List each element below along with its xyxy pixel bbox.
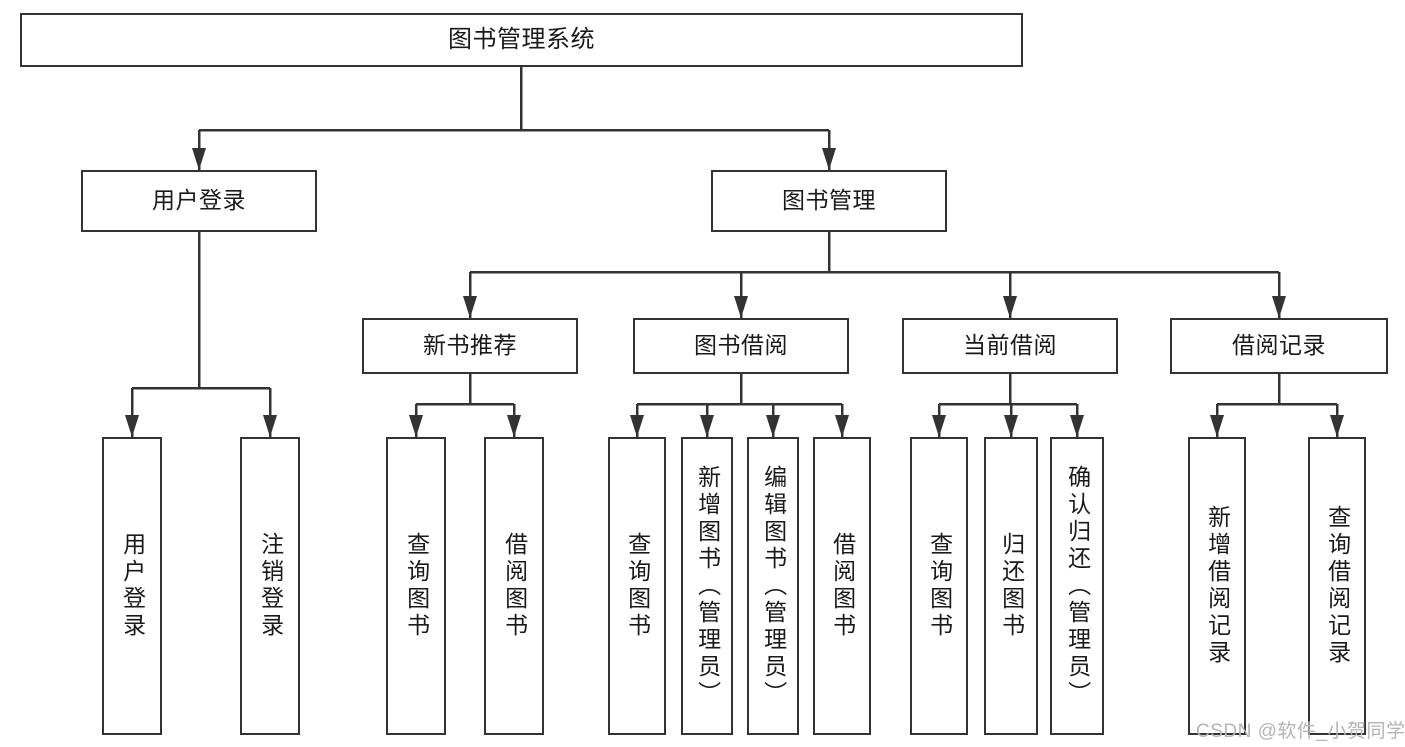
- node-label: 借阅图书: [829, 532, 856, 640]
- node-leaf-9[interactable]: 查询图书: [910, 437, 968, 735]
- node-book-borrow[interactable]: 图书借阅: [633, 318, 849, 374]
- connector-arrowhead: [192, 148, 206, 170]
- node-leaf-11[interactable]: 确认归还（管理员）: [1050, 437, 1104, 735]
- connector-arrowhead: [766, 415, 780, 437]
- node-label: 新增借阅记录: [1204, 505, 1231, 667]
- node-label: 归还图书: [998, 532, 1025, 640]
- node-leaf-8[interactable]: 借阅图书: [813, 437, 871, 735]
- connector-arrowhead: [125, 415, 139, 437]
- connector-arrowhead: [835, 415, 849, 437]
- node-label: 查询图书: [403, 532, 430, 640]
- node-leaf-3[interactable]: 查询图书: [386, 437, 446, 735]
- node-leaf-1[interactable]: 用户登录: [102, 437, 162, 735]
- connector-arrowhead: [1272, 296, 1286, 318]
- node-root[interactable]: 图书管理系统: [20, 13, 1023, 67]
- node-leaf-12[interactable]: 新增借阅记录: [1188, 437, 1246, 735]
- node-leaf-6[interactable]: 新增图书（管理员）: [681, 437, 733, 735]
- node-label: 查询借阅记录: [1324, 505, 1351, 667]
- node-leaf-7[interactable]: 编辑图书（管理员）: [747, 437, 799, 735]
- node-label: 借阅记录: [1232, 332, 1326, 359]
- node-label: 图书借阅: [694, 332, 788, 359]
- csdn-watermark: CSDN @软件_小贺同学: [1196, 721, 1405, 742]
- connector-arrowhead: [409, 415, 423, 437]
- node-label: 用户登录: [152, 187, 246, 214]
- connector-arrowhead: [463, 296, 477, 318]
- connector-arrowhead: [1330, 415, 1344, 437]
- connector-arrowhead: [1004, 415, 1018, 437]
- node-label: 用户登录: [119, 532, 146, 640]
- node-label: 借阅图书: [501, 532, 528, 640]
- node-cur-borrow[interactable]: 当前借阅: [902, 318, 1118, 374]
- node-leaf-10[interactable]: 归还图书: [984, 437, 1038, 735]
- node-leaf-13[interactable]: 查询借阅记录: [1308, 437, 1366, 735]
- node-user-login[interactable]: 用户登录: [81, 170, 317, 232]
- connector-arrowhead: [1210, 415, 1224, 437]
- connector-arrowhead: [1003, 296, 1017, 318]
- node-label: 查询图书: [624, 532, 651, 640]
- connector-arrowhead: [822, 148, 836, 170]
- connector-arrowhead: [932, 415, 946, 437]
- connector-arrowhead: [507, 415, 521, 437]
- connector-arrowhead: [734, 296, 748, 318]
- node-label: 图书管理: [782, 187, 876, 214]
- node-leaf-5[interactable]: 查询图书: [608, 437, 666, 735]
- connector-arrowhead: [1070, 415, 1084, 437]
- node-label: 新书推荐: [423, 332, 517, 359]
- connector-arrowhead: [700, 415, 714, 437]
- node-label: 新增图书（管理员）: [694, 464, 721, 708]
- node-label: 当前借阅: [963, 332, 1057, 359]
- node-label: 编辑图书（管理员）: [760, 464, 787, 708]
- node-label: 确认归还（管理员）: [1064, 464, 1091, 708]
- connector-arrowhead: [263, 415, 277, 437]
- connector-arrowhead: [630, 415, 644, 437]
- node-leaf-2[interactable]: 注销登录: [240, 437, 300, 735]
- node-new-rec[interactable]: 新书推荐: [362, 318, 578, 374]
- node-book-mgmt[interactable]: 图书管理: [711, 170, 947, 232]
- node-label: 查询图书: [926, 532, 953, 640]
- node-borrow-rec[interactable]: 借阅记录: [1170, 318, 1388, 374]
- node-label: 图书管理系统: [448, 25, 595, 53]
- node-label: 注销登录: [257, 532, 284, 640]
- node-leaf-4[interactable]: 借阅图书: [484, 437, 544, 735]
